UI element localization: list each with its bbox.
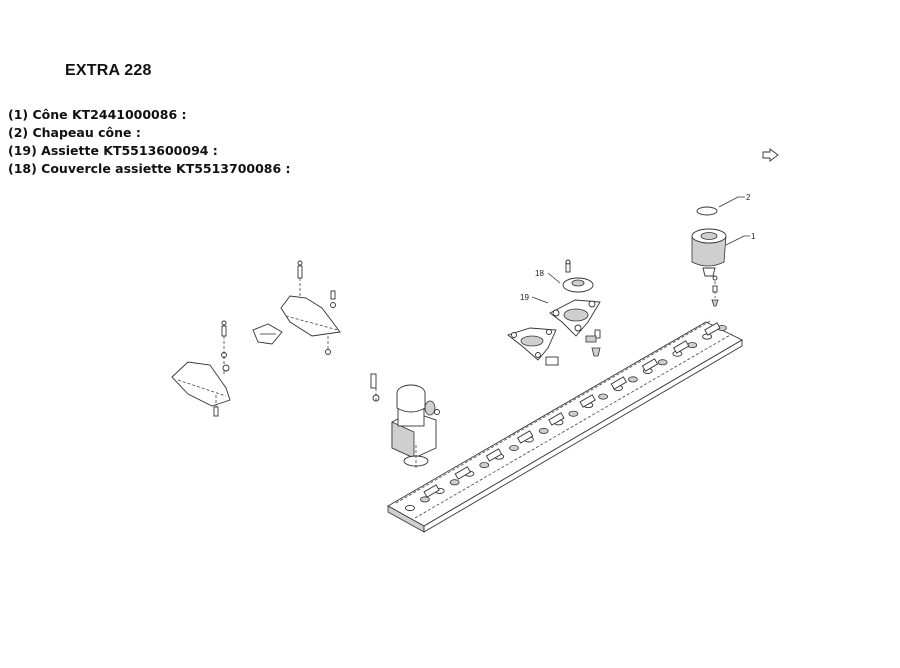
bar-disc xyxy=(687,342,698,349)
bar-disc xyxy=(479,462,490,469)
part-assiette: (19) Assiette KT5513600094 : xyxy=(8,143,218,158)
bar-disc xyxy=(538,427,549,434)
parts-list: (1) Cône KT2441000086 : (2) Chapeau cône… xyxy=(8,106,291,178)
bar-slot xyxy=(704,322,721,336)
bar-disc xyxy=(628,376,638,383)
cone-cap xyxy=(696,206,718,216)
part-chapeau-cone: (2) Chapeau cône : xyxy=(8,125,141,140)
callout-19: 19 xyxy=(520,293,529,302)
arrow-icon[interactable] xyxy=(762,148,779,162)
bar-slot xyxy=(548,412,565,426)
bracket xyxy=(252,323,283,345)
cone-part xyxy=(691,228,727,307)
bar-slot xyxy=(517,430,534,444)
bar-disc xyxy=(568,410,579,417)
bar-disc xyxy=(598,393,608,400)
bar-disc xyxy=(419,496,430,503)
diagram-title: EXTRA 228 xyxy=(65,62,152,79)
part-cone: (1) Cône KT2441000086 : xyxy=(8,107,187,122)
part-couvercle-assiette: (18) Couvercle assiette KT5513700086 : xyxy=(8,161,291,176)
gearbox xyxy=(370,373,440,470)
bar-disc xyxy=(509,444,519,451)
callout-1: 1 xyxy=(751,232,756,241)
bar-slot xyxy=(673,340,690,354)
bar-slot xyxy=(423,484,440,498)
bar-slot xyxy=(485,448,503,462)
bar-slot xyxy=(641,358,659,372)
callout-2: 2 xyxy=(746,193,751,202)
bar-disc xyxy=(702,333,713,340)
upper-guard xyxy=(280,260,341,355)
bar-slot xyxy=(579,394,596,408)
bar-disc xyxy=(405,504,415,512)
disc-plate xyxy=(507,327,597,366)
lower-guard xyxy=(171,320,231,417)
assiette-cover xyxy=(562,259,594,293)
assiette-plate xyxy=(549,299,601,357)
bar-slot xyxy=(610,376,627,390)
bar-disc xyxy=(449,479,460,486)
bar-disc xyxy=(657,359,668,366)
callout-18: 18 xyxy=(535,269,544,278)
bar-slot xyxy=(454,466,471,480)
cutter-bar xyxy=(387,319,743,533)
